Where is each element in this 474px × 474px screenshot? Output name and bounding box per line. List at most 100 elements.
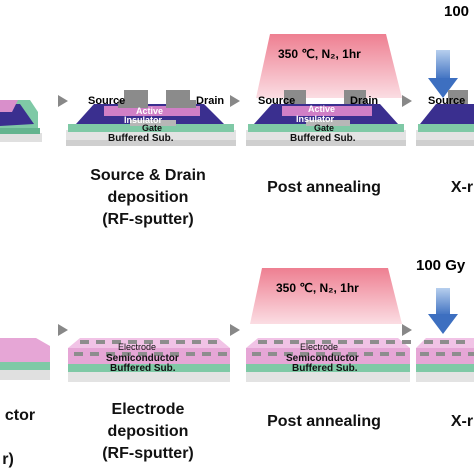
bottom-caption-el-1: Electrode (112, 401, 185, 418)
electrode-pad (306, 340, 315, 344)
top-anneal-heat (256, 34, 402, 98)
electrode-pad (74, 352, 83, 356)
top-arrow-3 (402, 95, 412, 107)
electrode-pad (380, 352, 389, 356)
electrode-pad (354, 340, 363, 344)
bottom-left-device (0, 338, 50, 380)
bottom-arrow-1 (58, 324, 68, 336)
electrode-pad (112, 340, 121, 344)
bottom-caption-xray: X-r (451, 413, 473, 430)
electrode-pad (284, 352, 293, 356)
electrode-pad (170, 352, 179, 356)
electrode-pad (176, 340, 185, 344)
top-anneal-buffered: Buffered Sub. (290, 133, 356, 144)
top-label-insulator: Insulator (124, 115, 163, 125)
top-anneal-gate: Gate (314, 123, 334, 133)
bottom-xray-pads (420, 340, 474, 356)
electrode-pad (322, 340, 331, 344)
bottom-caption-left-1: ctor (5, 407, 35, 424)
electrode-pad (218, 352, 227, 356)
bottom-label-buffered: Buffered Sub. (110, 363, 176, 374)
electrode-pad (138, 352, 147, 356)
electrode-pad (268, 352, 277, 356)
top-label-gate: Gate (142, 123, 162, 133)
electrode-pad (144, 340, 153, 344)
bottom-anneal-semiconductor: Semiconductor (286, 353, 359, 364)
electrode-pad (300, 352, 309, 356)
top-arrow-1 (58, 95, 68, 107)
top-device-anneal (246, 90, 406, 146)
electrode-pad (258, 340, 267, 344)
top-left-device (0, 100, 42, 142)
electrode-pad (396, 352, 405, 356)
electrode-pad (290, 340, 299, 344)
top-label-drain: Drain (196, 95, 224, 107)
bottom-anneal-buffered: Buffered Sub. (292, 363, 358, 374)
top-anneal-insulator: Insulator (296, 114, 335, 124)
bottom-arrow-2 (230, 324, 240, 336)
top-arrow-2 (230, 95, 240, 107)
bottom-anneal-pads (252, 340, 411, 356)
bottom-anneal-heat (250, 268, 402, 324)
electrode-pad (386, 340, 395, 344)
electrode-pad (274, 340, 283, 344)
electrode-pad (364, 352, 373, 356)
electrode-pad (316, 352, 325, 356)
electrode-pad (96, 340, 105, 344)
bottom-anneal-electrode: Electrode (300, 342, 338, 352)
electrode-pad (338, 340, 347, 344)
bottom-xray-arrow (428, 288, 458, 334)
electrode-pad (348, 352, 357, 356)
electrode-pad (122, 352, 131, 356)
electrode-pad (208, 340, 217, 344)
top-label-active: Active (136, 106, 163, 116)
bottom-electrode-pads (74, 340, 227, 356)
electrode-pad (192, 340, 201, 344)
electrode-pad (456, 340, 465, 344)
electrode-pad (440, 340, 449, 344)
top-dose-label: 100 (444, 3, 469, 20)
electrode-pad (186, 352, 195, 356)
bottom-label-electrode: Electrode (118, 342, 156, 352)
top-anneal-label: 350 ℃, N₂, 1hr (278, 47, 361, 61)
electrode-pad (252, 352, 261, 356)
top-label-source: Source (88, 95, 125, 107)
bottom-device-xray (416, 338, 474, 382)
top-xray-arrow (428, 50, 458, 98)
electrode-pad (402, 340, 411, 344)
electrode-pad (160, 340, 169, 344)
top-anneal-source: Source (258, 95, 295, 107)
top-xray-source: Source (428, 95, 465, 107)
bottom-anneal-label: 350 ℃, N₂, 1hr (276, 281, 359, 295)
electrode-pad (468, 352, 474, 356)
electrode-pad (90, 352, 99, 356)
bottom-caption-left-2: r) (2, 451, 14, 468)
electrode-pad (436, 352, 445, 356)
top-device-xray (416, 90, 474, 146)
electrode-pad (202, 352, 211, 356)
top-label-buffered: Buffered Sub. (108, 133, 174, 144)
bottom-caption-anneal: Post annealing (267, 413, 381, 430)
top-device-sd (66, 90, 236, 146)
top-caption-sd-3: (RF-sputter) (102, 211, 194, 228)
electrode-pad (370, 340, 379, 344)
top-anneal-active: Active (308, 104, 335, 114)
bottom-label-semiconductor: Semiconductor (106, 353, 179, 364)
bottom-caption-el-2: deposition (108, 423, 189, 440)
electrode-pad (420, 352, 429, 356)
electrode-pad (424, 340, 433, 344)
bottom-arrow-3 (402, 324, 412, 336)
top-caption-sd-1: Source & Drain (90, 167, 206, 184)
top-caption-sd-2: deposition (108, 189, 189, 206)
electrode-pad (332, 352, 341, 356)
electrode-pad (106, 352, 115, 356)
bottom-caption-el-3: (RF-sputter) (102, 445, 194, 462)
top-caption-xray: X-r (451, 179, 473, 196)
electrode-pad (80, 340, 89, 344)
electrode-pad (452, 352, 461, 356)
electrode-pad (128, 340, 137, 344)
electrode-pad (154, 352, 163, 356)
bottom-dose-label: 100 Gy (416, 257, 466, 274)
top-anneal-drain: Drain (350, 95, 378, 107)
